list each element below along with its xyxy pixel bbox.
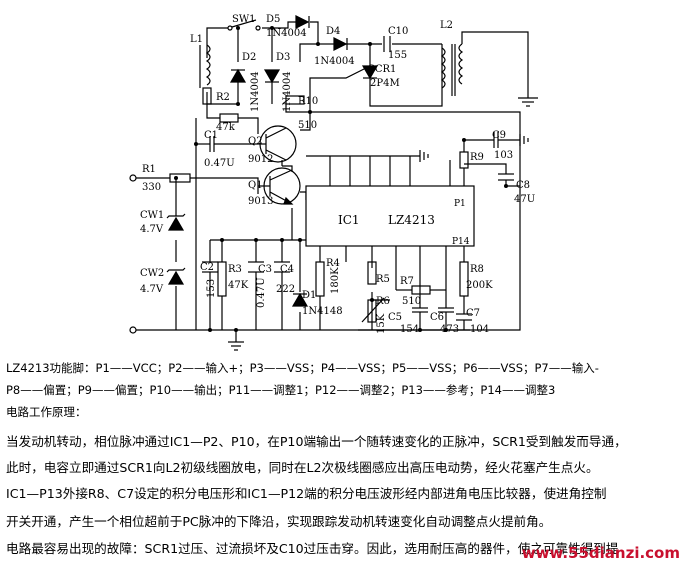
label-r1: R1 xyxy=(142,164,156,175)
label-c4: C4 xyxy=(280,264,294,275)
label-c7: C7 xyxy=(466,308,480,319)
principle-line-2: 此时，电容立即通过SCR1向L2初级线圈放电，同时在L2次极线圈感应出高压电动势… xyxy=(6,460,599,475)
label-cw2: CW2 xyxy=(140,268,164,279)
label-l1: L1 xyxy=(190,34,203,45)
label-l2: L2 xyxy=(440,20,453,31)
label-r6: R6 xyxy=(376,296,390,307)
label-d5-part: 1N4004 xyxy=(266,28,307,39)
label-cw1-val: 4.7V xyxy=(140,224,164,235)
label-r10-val: 510 xyxy=(298,120,317,131)
label-r5: R5 xyxy=(376,274,390,285)
label-scr1: SCR1 xyxy=(368,64,396,75)
label-q1: Q1 xyxy=(248,180,263,191)
label-r8: R8 xyxy=(470,264,484,275)
principle-line-1: 当发动机转动，相位脉冲通过IC1—P2、P10，在P10端输出一个随转速变化的正… xyxy=(6,434,627,449)
label-c8-val: 47U xyxy=(514,194,535,205)
label-d5: D5 xyxy=(266,14,280,25)
label-ic1: IC1 xyxy=(338,213,360,227)
label-c8: C8 xyxy=(516,180,530,191)
label-c4-val: 222 xyxy=(276,284,295,295)
label-r6-val: 15K xyxy=(376,313,387,334)
symbols xyxy=(166,15,529,323)
label-d2: D2 xyxy=(242,52,256,63)
junction-dots xyxy=(174,26,508,332)
label-p14: P14 xyxy=(452,237,470,247)
section-heading: 电路工作原理： xyxy=(6,405,87,419)
principle-line-3: IC1—P13外接R8、C7设定的积分电压形和IC1—P12端的积分电压波形经内… xyxy=(6,486,607,501)
label-c5: C5 xyxy=(388,312,402,323)
label-c2-val: 153 xyxy=(206,279,217,298)
label-cw1: CW1 xyxy=(140,210,164,221)
label-c1-val: 0.47U xyxy=(204,158,235,169)
label-q2-part: 9012 xyxy=(248,154,273,165)
label-c10: C10 xyxy=(388,26,408,37)
label-p1: P1 xyxy=(454,199,466,209)
site-watermark: www.55dianzi.com xyxy=(521,544,680,562)
fault-line: 电路最容易出现的故障：SCR1过压、过流损坏及C10过压击穿。因此，选用耐压高的… xyxy=(6,541,619,556)
label-r3-val: 47K xyxy=(228,280,249,291)
label-d1: D1 xyxy=(302,290,316,301)
label-q2: Q2 xyxy=(248,136,263,147)
label-r4: R4 xyxy=(326,258,340,269)
label-d3: D3 xyxy=(276,52,290,63)
pin-functions-line-1: LZ4213功能脚：P1——VCC；P2——输入+；P3——VSS；P4——VS… xyxy=(6,361,599,375)
label-r4-val: 180K xyxy=(330,267,341,294)
label-c9-val: 103 xyxy=(494,150,513,161)
label-r7: R7 xyxy=(400,276,414,287)
label-d4: D4 xyxy=(326,26,340,37)
label-d4-part: 1N4004 xyxy=(314,56,355,67)
label-c2: C2 xyxy=(200,262,214,273)
label-sw1: SW1 xyxy=(232,14,256,25)
pin-functions-line-2: P8——偏置；P9——偏置；P10——输出；P11——调整1；P12——调整2；… xyxy=(6,383,556,397)
label-c3-val: 0.47U xyxy=(256,277,267,308)
circuit-schematic: SW1 D5 1N4004 D4 1N4004 C10 155 L1 L2 D2… xyxy=(129,14,538,351)
label-c9: C9 xyxy=(492,130,506,141)
label-ic-part: LZ4213 xyxy=(388,213,435,227)
component-labels: SW1 D5 1N4004 D4 1N4004 C10 155 L1 L2 D2… xyxy=(140,14,535,335)
wires xyxy=(129,21,538,351)
label-q1-part: 9013 xyxy=(248,196,273,207)
label-r3: R3 xyxy=(228,264,242,275)
label-d2-part: 1N4004 xyxy=(250,71,261,112)
label-d1-part: 1N4148 xyxy=(302,306,343,317)
label-r7-val: 510 xyxy=(402,296,421,307)
principle-line-4: 开关开通，产生一个相位超前于PC脉冲的下降沿，实现跟踪发动机转速变化自动调整点火… xyxy=(6,514,552,529)
label-c10-val: 155 xyxy=(388,50,407,61)
label-r2: R2 xyxy=(216,92,230,103)
label-c7-val: 104 xyxy=(470,324,489,335)
label-r8-val: 200K xyxy=(466,280,493,291)
label-scr1-part: 2P4M xyxy=(370,78,400,89)
label-r9: R9 xyxy=(470,152,484,163)
label-c6: C6 xyxy=(430,312,444,323)
label-47k: 47k xyxy=(216,122,236,133)
label-c5-val: 154 xyxy=(400,324,419,335)
label-r1-val: 330 xyxy=(142,182,161,193)
label-r10: R10 xyxy=(298,96,318,107)
label-c6-val: 473 xyxy=(440,324,459,335)
label-cw2-val: 4.7V xyxy=(140,284,164,295)
label-c3: C3 xyxy=(258,264,272,275)
label-c1: C1 xyxy=(204,130,218,141)
label-d3-part: 1N4004 xyxy=(282,71,293,112)
